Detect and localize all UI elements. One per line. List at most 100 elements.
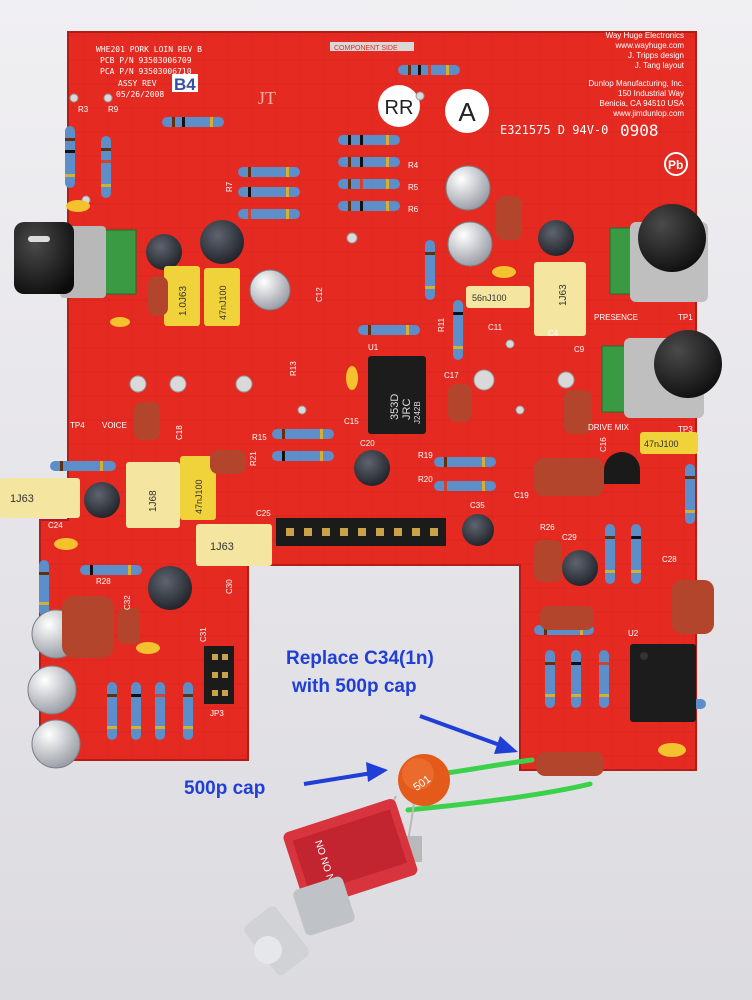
dunlop-url: www.jimdunlop.com: [612, 109, 684, 118]
svg-text:R19: R19: [418, 451, 433, 460]
svg-text:C35: C35: [470, 501, 485, 510]
svg-text:C9: C9: [574, 345, 585, 354]
cap-47-a: 47nJ100: [204, 268, 240, 326]
svg-text:47nJ100: 47nJ100: [644, 439, 679, 449]
annotation-cap-label: 500p cap: [184, 778, 265, 799]
svg-text:R4: R4: [408, 161, 419, 170]
badge-rr: RR: [378, 85, 420, 127]
svg-text:PRESENCE: PRESENCE: [594, 313, 638, 322]
svg-text:U1: U1: [368, 343, 379, 352]
svg-text:1J63: 1J63: [558, 284, 569, 306]
svg-text:C29: C29: [562, 533, 577, 542]
pca-pn: PCA P/N 93503006710: [100, 67, 192, 76]
svg-text:R26: R26: [540, 523, 555, 532]
svg-text:J242B: J242B: [413, 401, 422, 424]
layout-credit: J. Tang layout: [635, 61, 685, 70]
svg-text:C16: C16: [599, 437, 608, 452]
svg-text:R21: R21: [249, 451, 258, 466]
svg-text:C28: C28: [662, 555, 677, 564]
cap-1j63-d: 1J63: [196, 524, 272, 566]
to92-transistor: [604, 452, 640, 484]
svg-text:R3: R3: [78, 105, 89, 114]
svg-text:TP1: TP1: [678, 313, 693, 322]
svg-text:47nJ100: 47nJ100: [194, 479, 204, 514]
svg-text:TP4: TP4: [70, 421, 85, 430]
svg-text:R6: R6: [408, 205, 419, 214]
drive-mix-pot: [601, 330, 722, 418]
svg-text:R9: R9: [108, 105, 119, 114]
maker-way-huge: Way Huge Electronics: [606, 31, 684, 40]
svg-text:1J63: 1J63: [210, 541, 234, 553]
rohs-mark: [664, 152, 688, 176]
svg-text:C31: C31: [199, 627, 208, 642]
svg-text:C17: C17: [444, 371, 459, 380]
badge-a: A: [445, 89, 489, 133]
silkscreen-labels: R3 R9 R7 R4 R5 R6 R11 R13 R15 R19 R20 R2…: [48, 105, 693, 718]
svg-text:1J68: 1J68: [148, 490, 159, 512]
c34-capacitor: [536, 752, 604, 776]
svg-text:C32: C32: [123, 595, 132, 610]
svg-text:R15: R15: [252, 433, 267, 442]
metal-can-transistors: [27, 165, 493, 769]
cap-47-c: 47nJ100: [180, 456, 216, 520]
presence-pot: [609, 204, 708, 302]
electrolytic-capacitors: [84, 220, 598, 610]
small-yellow-caps: [54, 200, 686, 757]
svg-text:R5: R5: [408, 183, 419, 192]
cap-56: 56nJ100: [466, 286, 530, 308]
assy-date: 05/26/2008: [116, 90, 164, 99]
green-wires: [405, 757, 593, 813]
ceramic-cap-500p: 501: [379, 754, 450, 841]
svg-text:C4: C4: [548, 329, 559, 338]
svg-text:C20: C20: [360, 439, 375, 448]
rev-code: B4: [174, 75, 196, 94]
svg-text:C12: C12: [315, 287, 324, 302]
svg-text:56nJ100: 56nJ100: [472, 293, 507, 303]
svg-text:C25: C25: [256, 509, 271, 518]
address-2: Benicia, CA 94510 USA: [600, 99, 685, 108]
svg-text:C18: C18: [175, 425, 184, 440]
pin-header: [204, 518, 446, 704]
svg-text:TP3: TP3: [678, 425, 693, 434]
svg-text:JRC: JRC: [401, 399, 413, 420]
component-side: COMPONENT SIDE: [334, 45, 398, 52]
initials: JT: [258, 88, 276, 108]
annotation-replace-line2: with 500p cap: [291, 676, 417, 697]
address-1: 150 Industrial Way: [618, 89, 684, 98]
svg-text:VOICE: VOICE: [102, 421, 127, 430]
assy-rev: ASSY REV: [118, 79, 157, 88]
svg-text:1J63: 1J63: [10, 493, 34, 505]
svg-text:R20: R20: [418, 475, 433, 484]
board-silkscreen-right: Way Huge Electronics www.wayhuge.com J. …: [500, 31, 688, 176]
cap-1j63-a: 1.0J63: [164, 266, 200, 326]
design-credit: J. Tripps design: [628, 51, 684, 60]
svg-text:RR: RR: [385, 97, 414, 119]
svg-text:C19: C19: [514, 491, 529, 500]
svg-text:47nJ100: 47nJ100: [218, 285, 228, 320]
cap-1j63-c: 1J63: [0, 478, 80, 518]
date-code: 0908: [620, 121, 659, 140]
svg-text:A: A: [458, 97, 476, 127]
svg-text:R13: R13: [289, 361, 298, 376]
svg-text:C15: C15: [344, 417, 359, 426]
cap-47-b: 47nJ100: [640, 432, 698, 454]
cert-mark: E321575 D 94V-0: [500, 123, 608, 137]
ic-u1: 353D JRC J242B: [368, 356, 426, 434]
svg-text:U2: U2: [628, 629, 639, 638]
svg-text:C11: C11: [488, 323, 503, 332]
annotation-replace-line1: Replace C34(1n): [286, 648, 434, 669]
annotation-arrows: [303, 714, 518, 786]
maker-dunlop: Dunlop Manufacturing, Inc.: [588, 79, 684, 88]
pcb-pn: PCB P/N 93503006709: [100, 56, 192, 65]
cap-1j68: 1J68: [126, 462, 180, 528]
svg-text:DRIVE MIX: DRIVE MIX: [588, 423, 630, 432]
ic-u2: [630, 644, 696, 722]
film-capacitors: 1.0J63 47nJ100 56nJ100 1J63 47nJ100 1J63…: [0, 262, 698, 566]
svg-text:R28: R28: [96, 577, 111, 586]
cap-1j63-b: 1J63: [534, 262, 586, 336]
voice-pot: [14, 222, 137, 298]
svg-text:R7: R7: [225, 181, 234, 192]
board-id: WHE201 PORK LOIN REV B: [96, 45, 202, 54]
svg-text:JP3: JP3: [210, 709, 224, 718]
board-silkscreen-left: WHE201 PORK LOIN REV B PCB P/N 935030067…: [96, 42, 414, 108]
